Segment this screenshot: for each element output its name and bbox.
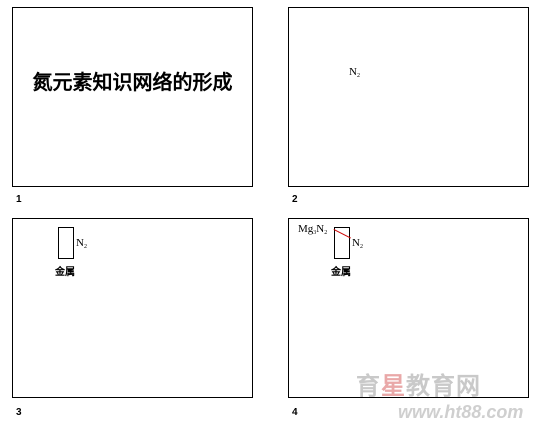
metal-box — [334, 227, 350, 259]
slide-number: 2 — [292, 194, 298, 205]
slide-number: 1 — [16, 194, 22, 205]
slide-1-thumbnail[interactable]: 氮元素知识网络的形成 — [12, 7, 253, 187]
formula-mg3n2: Mg3N2 — [298, 223, 328, 236]
slide-2-thumbnail[interactable]: N2 — [288, 7, 529, 187]
metal-label: 金属 — [55, 267, 75, 278]
formula-n2: N2 — [352, 237, 363, 250]
slide-number: 3 — [16, 407, 22, 418]
metal-label: 金属 — [331, 267, 351, 278]
watermark-logo-text: 育星教育网 — [356, 372, 481, 400]
slide-title: 氮元素知识网络的形成 — [32, 70, 233, 94]
formula-n2: N2 — [76, 237, 87, 250]
slide-number: 4 — [292, 407, 298, 418]
metal-box — [58, 227, 74, 259]
slide-3-thumbnail[interactable]: N2 金属 — [12, 218, 253, 398]
formula-n2: N2 — [349, 66, 360, 79]
slide-4-thumbnail[interactable]: Mg3N2 N2 金属 — [288, 218, 529, 398]
watermark-url: www.ht88.com — [398, 402, 524, 422]
